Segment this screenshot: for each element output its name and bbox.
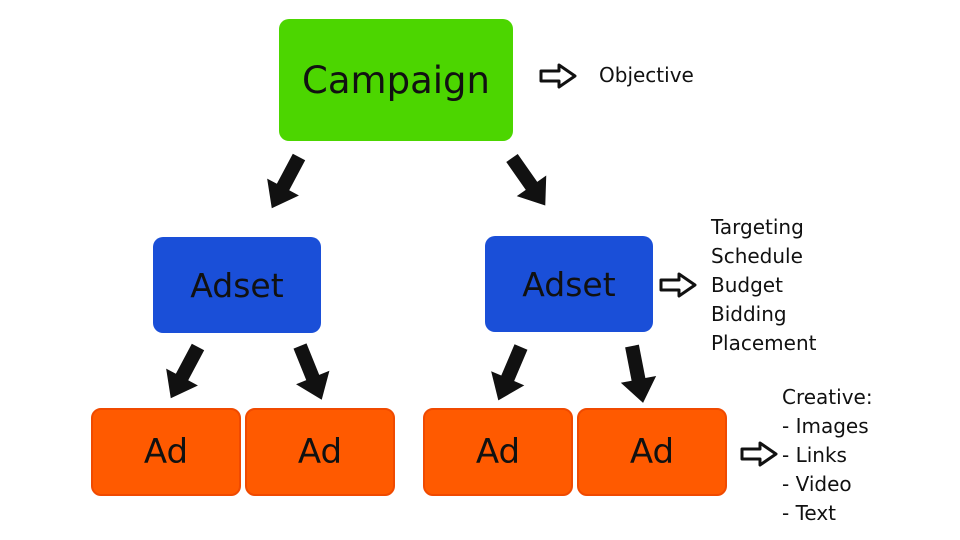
- arrow-down-icon: [481, 339, 538, 408]
- ad-box-2: Ad: [245, 408, 395, 496]
- arrow-right-icon: [539, 63, 577, 89]
- adset-note-item: Schedule: [711, 244, 803, 268]
- arrow-down-icon: [154, 338, 214, 407]
- adset-note-item: Budget: [711, 273, 783, 297]
- creative-note-item: - Links: [782, 443, 847, 467]
- ad-label: Ad: [297, 432, 343, 472]
- ad-box-4: Ad: [577, 408, 727, 496]
- adset-notes: Targeting Schedule Budget Bidding Placem…: [711, 213, 816, 358]
- arrow-down-icon: [497, 147, 561, 216]
- ad-box-1: Ad: [91, 408, 241, 496]
- ad-label: Ad: [143, 432, 189, 472]
- arrow-right-icon: [659, 272, 697, 298]
- adset-box-right: Adset: [485, 236, 653, 332]
- ad-box-3: Ad: [423, 408, 573, 496]
- creative-notes: Creative: - Images - Links - Video - Tex…: [782, 383, 873, 528]
- ad-label: Ad: [475, 432, 521, 472]
- arrow-down-icon: [614, 342, 661, 407]
- adset-label: Adset: [190, 265, 284, 305]
- adset-note-item: Bidding: [711, 302, 787, 326]
- campaign-box: Campaign: [279, 19, 513, 141]
- adset-note-item: Placement: [711, 331, 817, 355]
- objective-note: Objective: [599, 61, 694, 90]
- creative-note-item: - Images: [782, 414, 869, 438]
- ad-label: Ad: [629, 432, 675, 472]
- adset-note-item: Targeting: [711, 215, 804, 239]
- campaign-label: Campaign: [302, 58, 490, 102]
- creative-note-item: - Video: [782, 472, 852, 496]
- creative-note-item: - Text: [782, 501, 837, 525]
- creative-note-item: Creative:: [782, 385, 873, 409]
- adset-box-left: Adset: [153, 237, 321, 333]
- arrow-down-icon: [283, 339, 339, 407]
- adset-label: Adset: [522, 264, 616, 304]
- arrow-down-icon: [255, 148, 315, 217]
- arrow-right-icon: [740, 441, 778, 467]
- objective-text: Objective: [599, 63, 694, 87]
